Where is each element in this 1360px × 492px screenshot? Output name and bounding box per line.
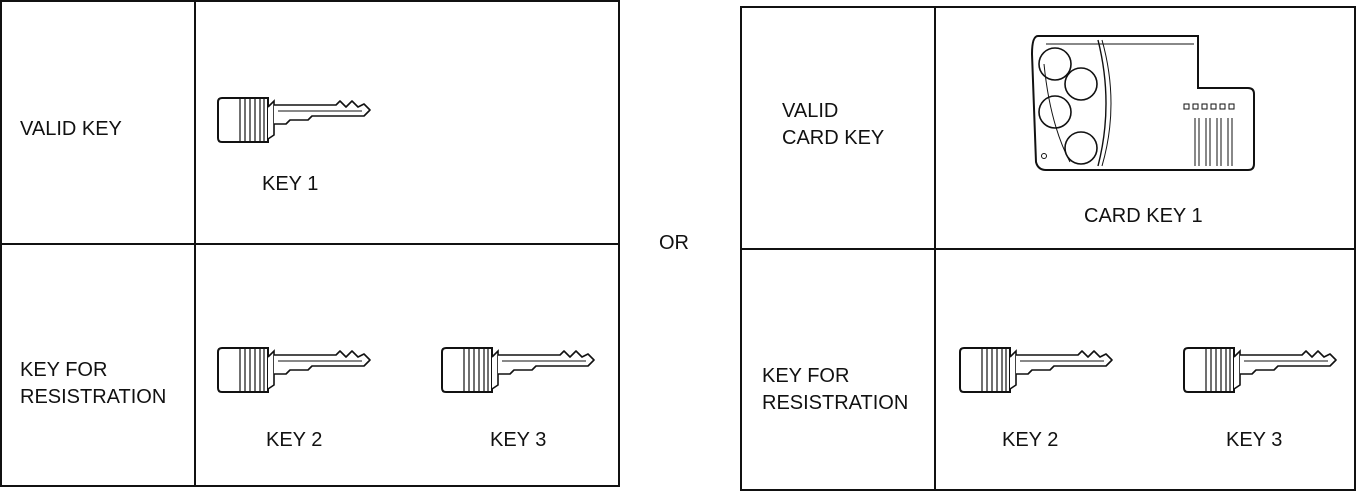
key-3-caption: KEY 3 <box>1226 429 1283 451</box>
key-1-caption: KEY 1 <box>262 173 319 195</box>
right-card-key-table: VALID CARD KEY CARD KEY 1 KEY FOR RESIST… <box>740 6 1356 491</box>
key-2-icon <box>216 345 372 395</box>
key-1-icon <box>216 95 372 145</box>
or-separator: OR <box>659 232 689 254</box>
card-key-1-icon <box>1030 35 1255 171</box>
key-3-caption: KEY 3 <box>490 429 547 451</box>
valid-card-key-label: VALID CARD KEY <box>782 100 885 149</box>
registration-key-label: KEY FOR RESISTRATION <box>762 365 909 414</box>
row-divider <box>742 248 1354 250</box>
key-2-caption: KEY 2 <box>266 429 323 451</box>
row-divider <box>2 243 618 245</box>
key-3-icon <box>1182 345 1338 395</box>
registration-key-label: KEY FOR RESISTRATION <box>20 359 167 408</box>
left-key-table: VALID KEY KEY 1 KEY FOR RESISTRATION KEY… <box>0 0 620 487</box>
key-2-icon <box>958 345 1114 395</box>
card-key-1-caption: CARD KEY 1 <box>1084 205 1203 227</box>
key-2-caption: KEY 2 <box>1002 429 1059 451</box>
valid-key-label: VALID KEY <box>20 118 122 140</box>
key-3-icon <box>440 345 596 395</box>
